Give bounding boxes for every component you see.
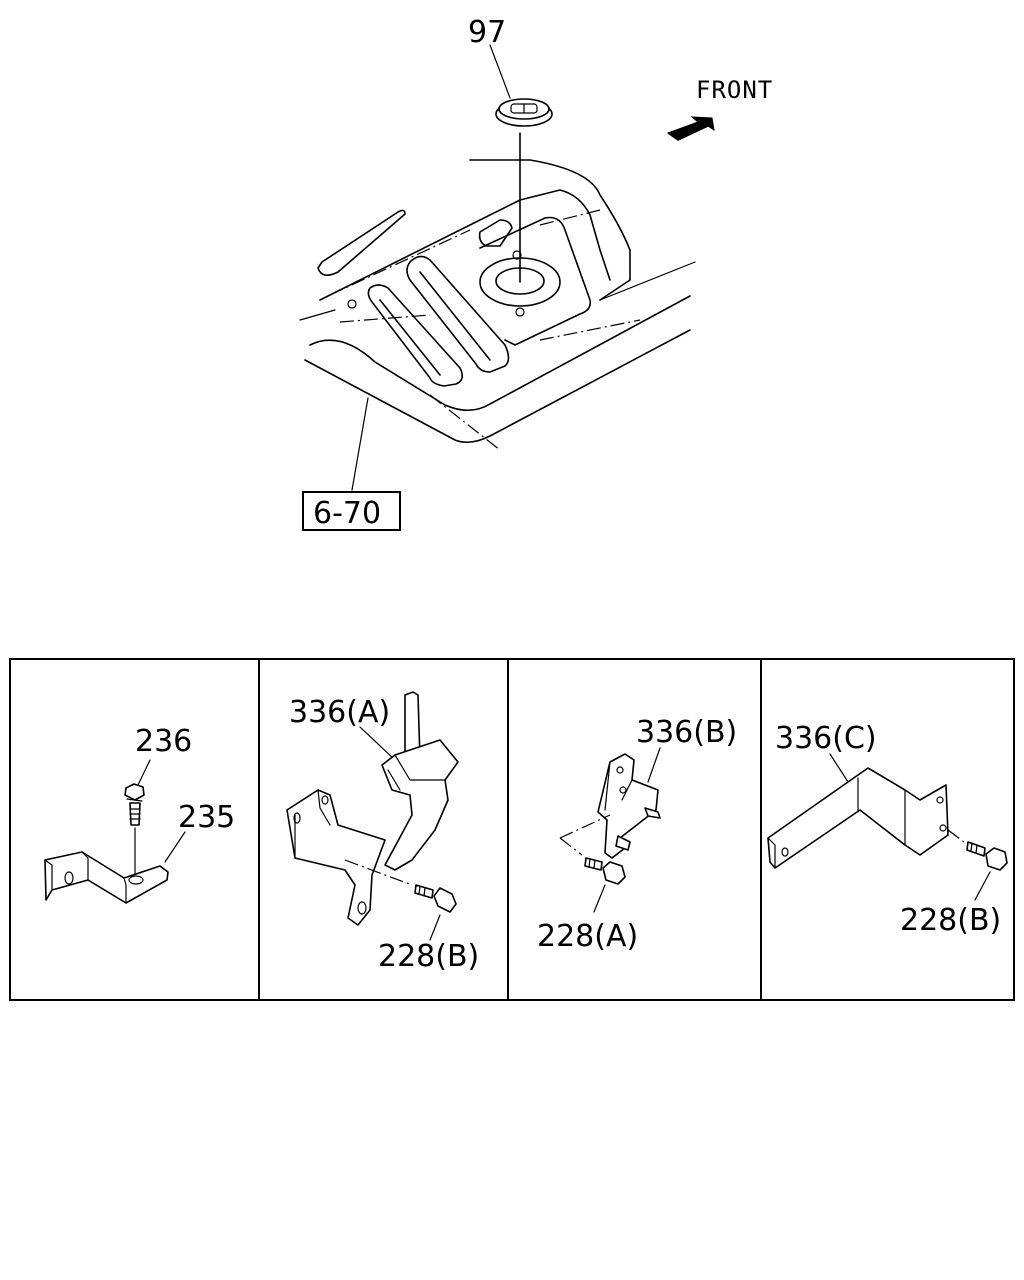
bolt-icon — [584, 857, 626, 885]
leader-line — [974, 871, 991, 901]
part-number-label: 228(A) — [537, 919, 638, 954]
bracket-336b-part — [597, 753, 661, 859]
part-number-label: 228(B) — [900, 903, 1001, 938]
grommet-part — [495, 98, 553, 127]
part-number-label: 236 — [135, 724, 192, 759]
variant-panel-4: 336(C) 228(B) — [767, 721, 1008, 938]
leader-line — [137, 759, 151, 786]
variant-table — [9, 658, 1015, 1001]
front-direction-label: FRONT — [696, 76, 773, 104]
floor-panel-ref-number: 6-70 — [313, 496, 381, 531]
bolt-icon — [414, 884, 457, 913]
floor-panel-illustration — [299, 132, 696, 451]
leader-line — [647, 747, 661, 783]
part-number-label: 336(C) — [775, 721, 877, 756]
leader-line — [429, 914, 441, 941]
part-number-label: 228(B) — [378, 939, 479, 974]
bracket-235-part — [44, 851, 169, 904]
bolt-icon — [966, 841, 1008, 871]
grommet-part-number: 97 — [468, 15, 506, 50]
variant-panel-1: 236 235 — [44, 724, 235, 904]
leader-line — [829, 753, 851, 786]
floor-panel-ref-box — [302, 491, 401, 531]
part-number-label: 336(A) — [289, 695, 390, 730]
part-number-label: 336(B) — [636, 715, 737, 750]
bracket-336a-part — [286, 691, 459, 926]
bolt-icon — [124, 783, 145, 826]
variant-panel-3: 336(B) 228(A) — [537, 715, 737, 954]
leader-line — [359, 726, 396, 761]
part-number-label: 235 — [178, 800, 235, 835]
leader-line — [164, 831, 186, 863]
bracket-336c-part — [767, 767, 949, 869]
floor-ref-leader-line — [351, 397, 369, 491]
front-arrow-icon — [666, 116, 715, 141]
leader-line — [593, 884, 606, 913]
variant-table-border — [9, 658, 1015, 1001]
variant-panel-2: 336(A) 228(B) — [286, 691, 479, 974]
grommet-leader-line — [489, 44, 511, 99]
